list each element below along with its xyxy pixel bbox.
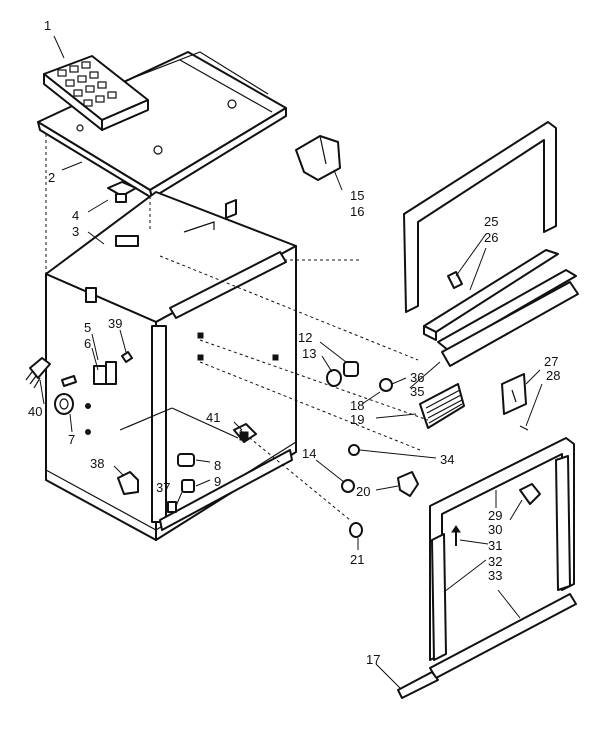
door-frame-upper bbox=[403, 121, 557, 313]
callout-1: 1 bbox=[44, 18, 51, 33]
callout-3: 3 bbox=[72, 224, 79, 239]
screw-31 bbox=[451, 525, 461, 546]
callout-labels: 1 2 4 3 5 6 39 40 7 38 37 41 8 9 15 16 1… bbox=[28, 18, 560, 667]
vent-grille-19 bbox=[419, 383, 465, 429]
cabinet-box bbox=[45, 191, 297, 541]
callout-7: 7 bbox=[68, 432, 75, 447]
callout-40: 40 bbox=[28, 404, 42, 419]
callout-20: 20 bbox=[356, 484, 370, 499]
part-34 bbox=[348, 444, 360, 456]
callout-41: 41 bbox=[206, 410, 220, 425]
callout-15: 15 bbox=[350, 188, 364, 203]
callout-6: 6 bbox=[84, 336, 91, 351]
hinge-15-16 bbox=[295, 135, 341, 181]
lamp-socket-41 bbox=[233, 423, 257, 443]
callout-35: 35 bbox=[410, 384, 424, 399]
screws bbox=[61, 351, 133, 435]
door-rail-lower bbox=[437, 269, 579, 367]
callout-36: 36 bbox=[410, 370, 424, 385]
clip-37 bbox=[167, 501, 177, 513]
callout-28: 28 bbox=[546, 368, 560, 383]
callout-26: 26 bbox=[484, 230, 498, 245]
callout-33: 33 bbox=[488, 568, 502, 583]
callout-39: 39 bbox=[108, 316, 122, 331]
callout-31: 31 bbox=[488, 538, 502, 553]
callout-32: 32 bbox=[488, 554, 502, 569]
callout-9: 9 bbox=[214, 474, 221, 489]
callout-12: 12 bbox=[298, 330, 312, 345]
callout-21: 21 bbox=[350, 552, 364, 567]
callout-38: 38 bbox=[90, 456, 104, 471]
bracket-27-28 bbox=[501, 373, 529, 431]
latch-20 bbox=[397, 471, 419, 497]
lamp-bulb-13 bbox=[326, 369, 342, 387]
connector-40 bbox=[25, 357, 51, 389]
callout-18: 18 bbox=[350, 398, 364, 413]
callout-2: 2 bbox=[48, 170, 55, 185]
callout-16: 16 bbox=[350, 204, 364, 219]
callout-14: 14 bbox=[302, 446, 316, 461]
plug-21 bbox=[349, 522, 363, 538]
lamp-socket-12 bbox=[343, 361, 359, 377]
top-cover-panel bbox=[37, 51, 287, 199]
part-14 bbox=[341, 479, 355, 493]
socket-8 bbox=[177, 453, 195, 467]
bracket-4 bbox=[107, 181, 137, 203]
callout-5: 5 bbox=[84, 320, 91, 335]
strip-17 bbox=[397, 671, 439, 699]
latch-38 bbox=[117, 471, 139, 495]
alignment-lines bbox=[45, 134, 429, 521]
door-rail-upper bbox=[423, 249, 559, 341]
callout-27: 27 bbox=[544, 354, 558, 369]
callout-13: 13 bbox=[302, 346, 316, 361]
callout-30: 30 bbox=[488, 522, 502, 537]
callout-37: 37 bbox=[156, 480, 170, 495]
callout-29: 29 bbox=[488, 508, 502, 523]
callout-19: 19 bbox=[350, 412, 364, 427]
part-29-30 bbox=[519, 483, 541, 505]
callout-17: 17 bbox=[366, 652, 380, 667]
callout-8: 8 bbox=[214, 458, 221, 473]
socket-9 bbox=[181, 479, 195, 493]
knob-7 bbox=[54, 393, 74, 415]
timer-switch bbox=[93, 361, 117, 385]
leader-lines bbox=[39, 35, 543, 689]
callout-34: 34 bbox=[440, 452, 454, 467]
lamp-18 bbox=[379, 378, 393, 392]
callout-4: 4 bbox=[72, 208, 79, 223]
control-housing bbox=[43, 55, 149, 131]
callout-25: 25 bbox=[484, 214, 498, 229]
door-frame-lower bbox=[429, 437, 577, 679]
